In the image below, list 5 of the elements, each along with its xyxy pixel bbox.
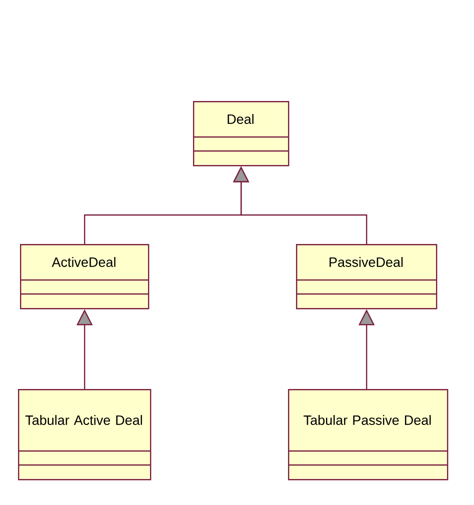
class-box: ActiveDeal (20, 244, 150, 310)
class-box: Tabular Passive Deal (288, 389, 448, 480)
class-box: Deal (193, 101, 290, 166)
class-box: PassiveDeal (296, 244, 438, 310)
class-box: Tabular Active Deal (18, 389, 152, 480)
